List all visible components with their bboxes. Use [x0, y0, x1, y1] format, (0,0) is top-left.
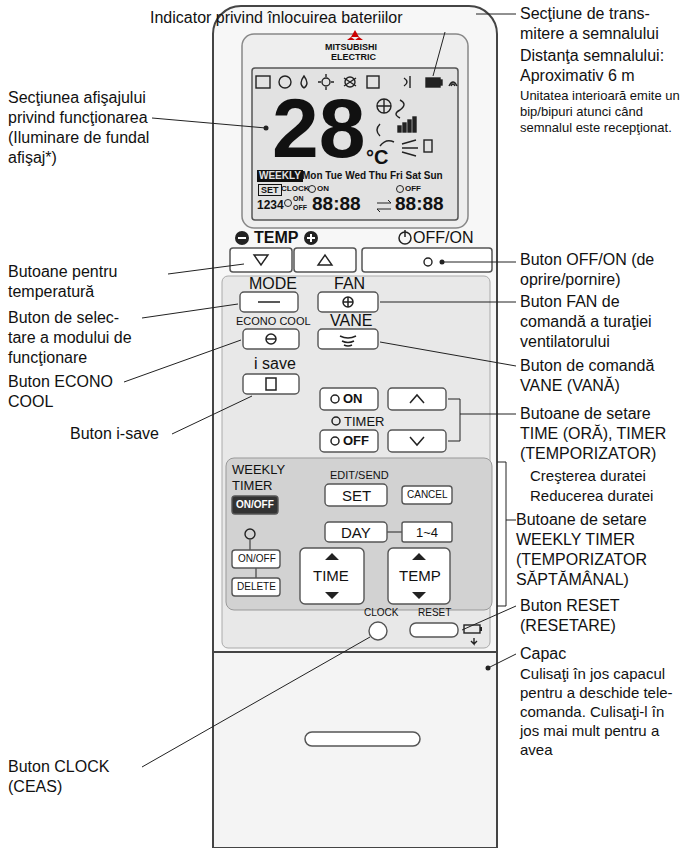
callout-text: Buton ECONO COOL [8, 372, 128, 412]
button-caption: ON/OFF [236, 499, 274, 511]
callout-text: Butoane de setare TIME (ORĂ), TIMER (TEM… [520, 404, 680, 464]
brand-name: ELECTRIC [331, 52, 376, 62]
lcd-program: 1234 [257, 198, 284, 212]
lcd-off: OFF [405, 184, 421, 194]
button-caption: WEEKLY TIMER [232, 462, 294, 494]
callout-text: Distanţa semnalului: Aproximativ 6 m [520, 46, 680, 86]
lcd-weekly: WEEKLY [257, 170, 303, 182]
lcd-screen [252, 68, 458, 220]
temp-controls [230, 230, 492, 272]
button-caption: DAY [341, 524, 371, 541]
lcd-on: ON [317, 184, 329, 194]
button-caption: OFF [343, 433, 369, 448]
callout-text: Buton RESET (RESETARE) [520, 596, 680, 636]
button-caption: 1~4 [416, 525, 438, 540]
logo-mark [347, 30, 363, 40]
button-caption: ON/OFF [238, 553, 276, 565]
callout-note: Unitatea interioară emite un bip/bipuri … [520, 88, 680, 136]
callout-text: Buton i-save [70, 424, 170, 444]
button-caption: VANE [330, 312, 372, 329]
button-caption: ECONO COOL [236, 315, 311, 328]
button-caption: TIMER [344, 414, 384, 429]
button-caption: MODE [249, 275, 297, 292]
callout-text: Buton CLOCK (CEAS) [8, 757, 138, 797]
clock-reset-buttons [369, 622, 482, 644]
cover [213, 652, 497, 848]
lcd-days: Mon Tue Wed Thu Fri Sat Sun [302, 170, 443, 182]
button-caption: TEMP [399, 567, 441, 584]
lcd-on: ON [293, 195, 304, 203]
display-frame [242, 34, 468, 228]
lcd-unit: °C [366, 146, 388, 168]
lcd-time: 88:88 [395, 193, 444, 215]
callout-text: Reducerea duratei [530, 486, 680, 506]
callout-text: Butoane de setare WEEKLY TIMER (TEMPORIZ… [516, 510, 680, 590]
callout-text: Creşterea duratei [530, 466, 680, 486]
button-caption: CANCEL [407, 489, 448, 501]
lcd-set: SET [258, 184, 282, 196]
button-caption: i save [254, 355, 296, 373]
button-caption: CLOCK [364, 607, 398, 619]
callout-text: Capac [520, 644, 566, 664]
remote-body [213, 6, 497, 848]
button-caption: ON [343, 391, 363, 406]
lcd-off: OFF [293, 204, 307, 212]
callout-note: Culisaţi în jos capacul pentru a deschid… [520, 664, 680, 759]
button-caption: SET [342, 487, 371, 504]
button-caption: TIME [313, 567, 349, 584]
lcd-time: 88:88 [312, 193, 361, 215]
button-caption: DELETE [237, 581, 276, 593]
callout-text: Buton de selec- tare a modului de funcţi… [8, 308, 148, 368]
leader-lines [124, 14, 516, 767]
callout-text: Buton de comandă VANE (VANĂ) [520, 356, 680, 396]
weekly-buttons [232, 484, 452, 604]
button-caption: FAN [334, 275, 365, 292]
cover-slot [305, 732, 420, 746]
button-caption: OFF/ON [413, 229, 473, 247]
leader-dots [264, 126, 491, 671]
weekly-timer-panel [226, 458, 492, 610]
button-caption: EDIT/SEND [330, 469, 389, 482]
callout-text: Buton FAN de comandă a turaţiei ventilat… [520, 292, 680, 352]
callout-text: Butoane pentru temperatură [8, 262, 158, 302]
lcd-clock: CLOCK [281, 184, 309, 194]
callout-text: Secţiune de trans- mitere a semnalului [520, 4, 670, 44]
button-caption: RESET [418, 607, 451, 619]
callout-text: Indicator privind înlocuirea bateriilor [150, 8, 403, 28]
brand-name: MITSUBISHI [325, 42, 377, 52]
lcd-temperature: 28 [272, 86, 365, 170]
button-caption: TEMP [254, 229, 298, 247]
callout-text: Secţiunea afişajului privind funcţionare… [8, 88, 153, 168]
callout-text: Buton OFF/ON (de oprire/pornire) [520, 250, 680, 290]
